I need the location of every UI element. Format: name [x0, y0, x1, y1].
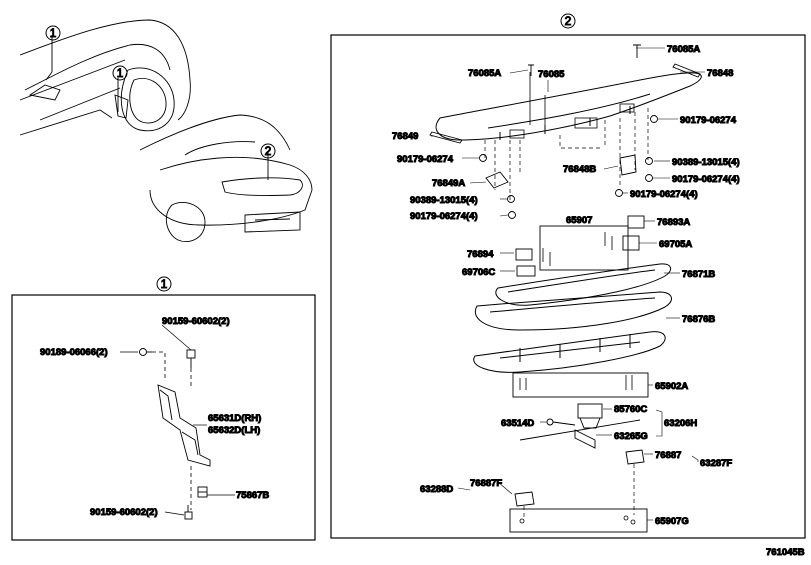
label-90179-06274-right: 90179-06274 — [680, 115, 737, 126]
callout-1-header-text: 1 — [161, 277, 168, 291]
label-90179-06274-4-right1: 90179-06274(4) — [672, 174, 740, 185]
part-69705a — [622, 235, 640, 251]
label-90189-06066: 90189-06066(2) — [40, 347, 108, 358]
nut-75867b — [197, 486, 208, 498]
label-76894: 76894 — [467, 249, 494, 260]
car-rear-illustration — [139, 114, 313, 242]
label-76085: 76085 — [538, 69, 565, 80]
screw-90159-bot — [184, 505, 193, 520]
seal-76849 — [429, 131, 463, 144]
spoiler-brackets — [509, 72, 635, 139]
spoiler-76085 — [435, 72, 702, 141]
label-63287f: 63287F — [700, 458, 732, 469]
label-76893a: 76893A — [657, 217, 690, 228]
callout-1-header — [156, 276, 172, 292]
label-90159-60602-top: 90159-60602(2) — [162, 316, 230, 327]
gasket-76849a — [485, 171, 509, 189]
callout-2-header-text: 2 — [565, 14, 572, 28]
label-76085a-left: 76085A — [468, 68, 501, 79]
nuts-spoiler — [479, 115, 658, 219]
lock-63206h — [519, 403, 641, 449]
label-85760c: 85760C — [614, 404, 647, 415]
label-90389-13015-4-left: 90389-13015(4) — [410, 195, 478, 206]
part-76894 — [515, 248, 533, 261]
label-90179-06274-4-right2: 90179-06274(4) — [630, 189, 698, 200]
label-63206h: 63206H — [664, 418, 697, 429]
striker-76887 — [625, 449, 645, 465]
label-75867b: 75867B — [236, 490, 269, 501]
label-65632d: 65632D(LH) — [208, 425, 260, 436]
detail-2-frame — [330, 34, 806, 539]
diagram-id: 761045B — [766, 547, 805, 558]
label-65907g: 65907G — [655, 516, 689, 527]
label-69705a: 69705A — [659, 239, 692, 250]
label-76849: 76849 — [392, 131, 418, 142]
label-65902a: 65902A — [655, 381, 688, 392]
striker-76887f — [514, 491, 535, 507]
part-69706c — [516, 265, 536, 277]
label-90179-06274-4-left: 90179-06274(4) — [410, 211, 478, 222]
callout-2-car-text: 2 — [265, 144, 272, 158]
detail-1-frame — [11, 294, 316, 541]
label-76887f: 76887F — [470, 478, 502, 489]
label-76887: 76887 — [655, 450, 681, 461]
gasket-76848b — [619, 154, 637, 176]
label-63514d: 63514D — [501, 418, 534, 429]
box-65902a — [512, 372, 649, 398]
label-76876b: 76876B — [682, 314, 715, 325]
seal-76848 — [672, 63, 701, 78]
callout-2-header — [560, 13, 576, 29]
label-76848b: 76848B — [563, 164, 596, 175]
label-65631d: 65631D(RH) — [208, 413, 261, 424]
label-69706c: 69706C — [462, 267, 495, 278]
callout-1-top-text: 1 — [50, 26, 57, 40]
cover-76876b — [474, 291, 672, 331]
label-76085a-right: 76085A — [667, 44, 700, 55]
callout-2-car — [260, 143, 276, 159]
label-90159-60602-bot: 90159-60602(2) — [90, 507, 158, 518]
label-90179-06274-left: 90179-06274 — [397, 154, 454, 165]
callout-1-side-text: 1 — [117, 66, 124, 80]
cable-63514d — [546, 418, 576, 426]
label-76871b: 76871B — [682, 269, 715, 280]
label-76849a: 76849A — [432, 178, 465, 189]
screws-65907 — [542, 232, 613, 266]
label-90389-13015-4-right: 90389-13015(4) — [672, 157, 740, 168]
box-65907 — [539, 225, 629, 271]
screw-90159-top — [186, 349, 196, 368]
callout-1-side — [112, 65, 128, 81]
studs-76085a — [528, 44, 641, 76]
car-side-illustration — [19, 19, 191, 136]
part-76893a — [627, 215, 645, 229]
garnish-lower — [473, 331, 666, 373]
panel-76871b — [495, 263, 672, 306]
label-63265g: 63265G — [614, 431, 648, 442]
label-65907: 65907 — [566, 215, 592, 226]
clip-90189-06066 — [139, 348, 152, 356]
label-76848: 76848 — [707, 68, 733, 79]
label-63288d: 63288D — [420, 484, 453, 495]
box-65907g — [509, 508, 648, 533]
bracket-65631d — [157, 384, 211, 467]
callout-1-top — [45, 25, 61, 41]
